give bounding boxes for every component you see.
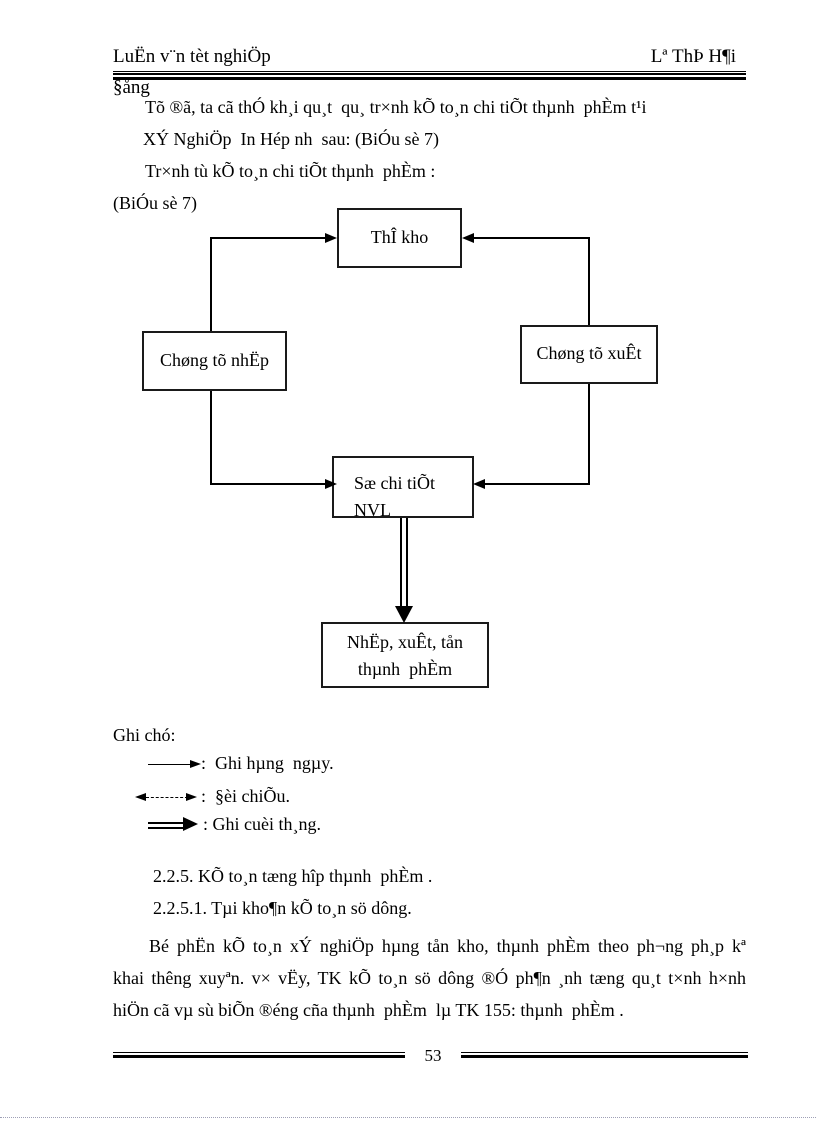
dashed-arrowhead-left-icon xyxy=(135,793,146,801)
connector-xuat-sochitiet-horizontal xyxy=(485,483,590,485)
box-nhap-xuat-ton: NhËp, xuÊt, tån thµnh phÈm xyxy=(321,622,489,688)
page-header: LuËn v¨n tèt nghiÖp Lª ThÞ H¶i xyxy=(113,46,746,72)
box-chung-tu-xuat: Chøng tõ xuÊt xyxy=(520,325,658,384)
box-so-chi-tiet-label-1: Sæ chi tiÕt xyxy=(354,473,436,493)
intro-line-2: XÝ NghiÖp In Hép nh sau: (BiÓu sè 7) xyxy=(143,129,439,149)
arrowhead-into-sochitiet-right-icon xyxy=(473,479,485,489)
box-chung-tu-nhap-label: Chøng tõ nhËp xyxy=(159,350,269,370)
page-bottom-divider xyxy=(0,1117,816,1118)
intro-line-1: Tõ ®ã, ta cã thÓ kh¸i qu¸t qu¸ tr×nh kÕ … xyxy=(145,97,647,117)
connector-xuat-thekho-horizontal xyxy=(474,237,590,239)
connector-xuat-sochitiet-vertical xyxy=(588,384,590,485)
double-line-arrowhead-icon xyxy=(183,817,198,831)
carryover-word: §ång xyxy=(113,77,150,98)
connector-sochitiet-nxt-double-line xyxy=(400,518,408,606)
box-so-chi-tiet-label-2: NVL xyxy=(354,500,391,518)
body-paragraph-line-1: Bé phËn kÕ to¸n xÝ nghiÖp hµng tån kho, … xyxy=(149,936,746,956)
intro-line-3: Tr×nh tù kÕ to¸n chi tiÕt thµnh phÈm : xyxy=(145,161,436,181)
connector-nhap-sochitiet-horizontal xyxy=(210,483,325,485)
header-right-text: Lª ThÞ H¶i xyxy=(650,46,736,67)
section-heading-2-2-5-1: 2.2.5.1. Tµi kho¶n kÕ to¸n sö dông. xyxy=(153,898,412,918)
arrowhead-into-nxt-down-icon xyxy=(395,606,413,623)
box-chung-tu-xuat-label: Chøng tõ xuÊt xyxy=(536,343,642,363)
box-so-chi-tiet: Sæ chi tiÕt NVL xyxy=(332,456,474,518)
connector-nhap-thekho-horizontal xyxy=(210,237,325,239)
arrowhead-into-thekho-right-icon xyxy=(462,233,474,243)
dashed-double-arrow-icon xyxy=(146,797,188,798)
footer-rule-left xyxy=(113,1052,405,1058)
legend-item-label: : §èi chiÕu. xyxy=(201,786,290,806)
solid-right-arrow-icon xyxy=(148,764,192,765)
dashed-arrowhead-right-icon xyxy=(186,793,197,801)
legend-item-label: : Ghi hµng ngµy. xyxy=(201,753,334,773)
header-left-text: LuËn v¨n tèt nghiÖp xyxy=(113,46,271,67)
body-paragraph-line-3: hiÖn cã vµ sù biÕn ®éng cña thµnh phÈm l… xyxy=(113,1000,624,1020)
arrowhead-into-thekho-left-icon xyxy=(325,233,337,243)
connector-nhap-sochitiet-vertical xyxy=(210,391,212,485)
footer-rule-right xyxy=(461,1052,748,1058)
box-nhap-xuat-ton-label-2: thµnh phÈm xyxy=(357,659,453,679)
connector-nhap-thekho-vertical xyxy=(210,238,212,331)
box-chung-tu-nhap: Chøng tõ nhËp xyxy=(142,331,287,391)
double-line-arrow-icon xyxy=(148,822,184,829)
box-the-kho-label: ThÎ kho xyxy=(370,227,429,247)
arrowhead-into-sochitiet-left-icon xyxy=(325,479,337,489)
page-number: 53 xyxy=(424,1046,442,1065)
intro-paragraph: Tõ ®ã, ta cã thÓ kh¸i qu¸t qu¸ tr×nh kÕ … xyxy=(113,91,753,219)
box-nhap-xuat-ton-label-1: NhËp, xuÊt, tån xyxy=(347,632,463,652)
body-paragraph: Bé phËn kÕ to¸n xÝ nghiÖp hµng tån kho, … xyxy=(113,930,746,1026)
section-heading-2-2-5: 2.2.5. KÕ to¸n tæng hîp thµnh phÈm . xyxy=(153,866,433,886)
legend-title: Ghi chó: xyxy=(113,725,176,745)
legend-item-label: : Ghi cuèi th¸ng. xyxy=(203,814,321,834)
intro-line-4: (BiÓu sè 7) xyxy=(113,193,197,213)
solid-right-arrowhead-icon xyxy=(190,760,201,768)
connector-xuat-thekho-vertical xyxy=(588,238,590,325)
body-paragraph-line-2: khai thêng xuyªn. v× vËy, TK kÕ to¸n sö … xyxy=(113,968,746,988)
box-the-kho: ThÎ kho xyxy=(337,208,462,268)
header-rule xyxy=(113,73,746,80)
